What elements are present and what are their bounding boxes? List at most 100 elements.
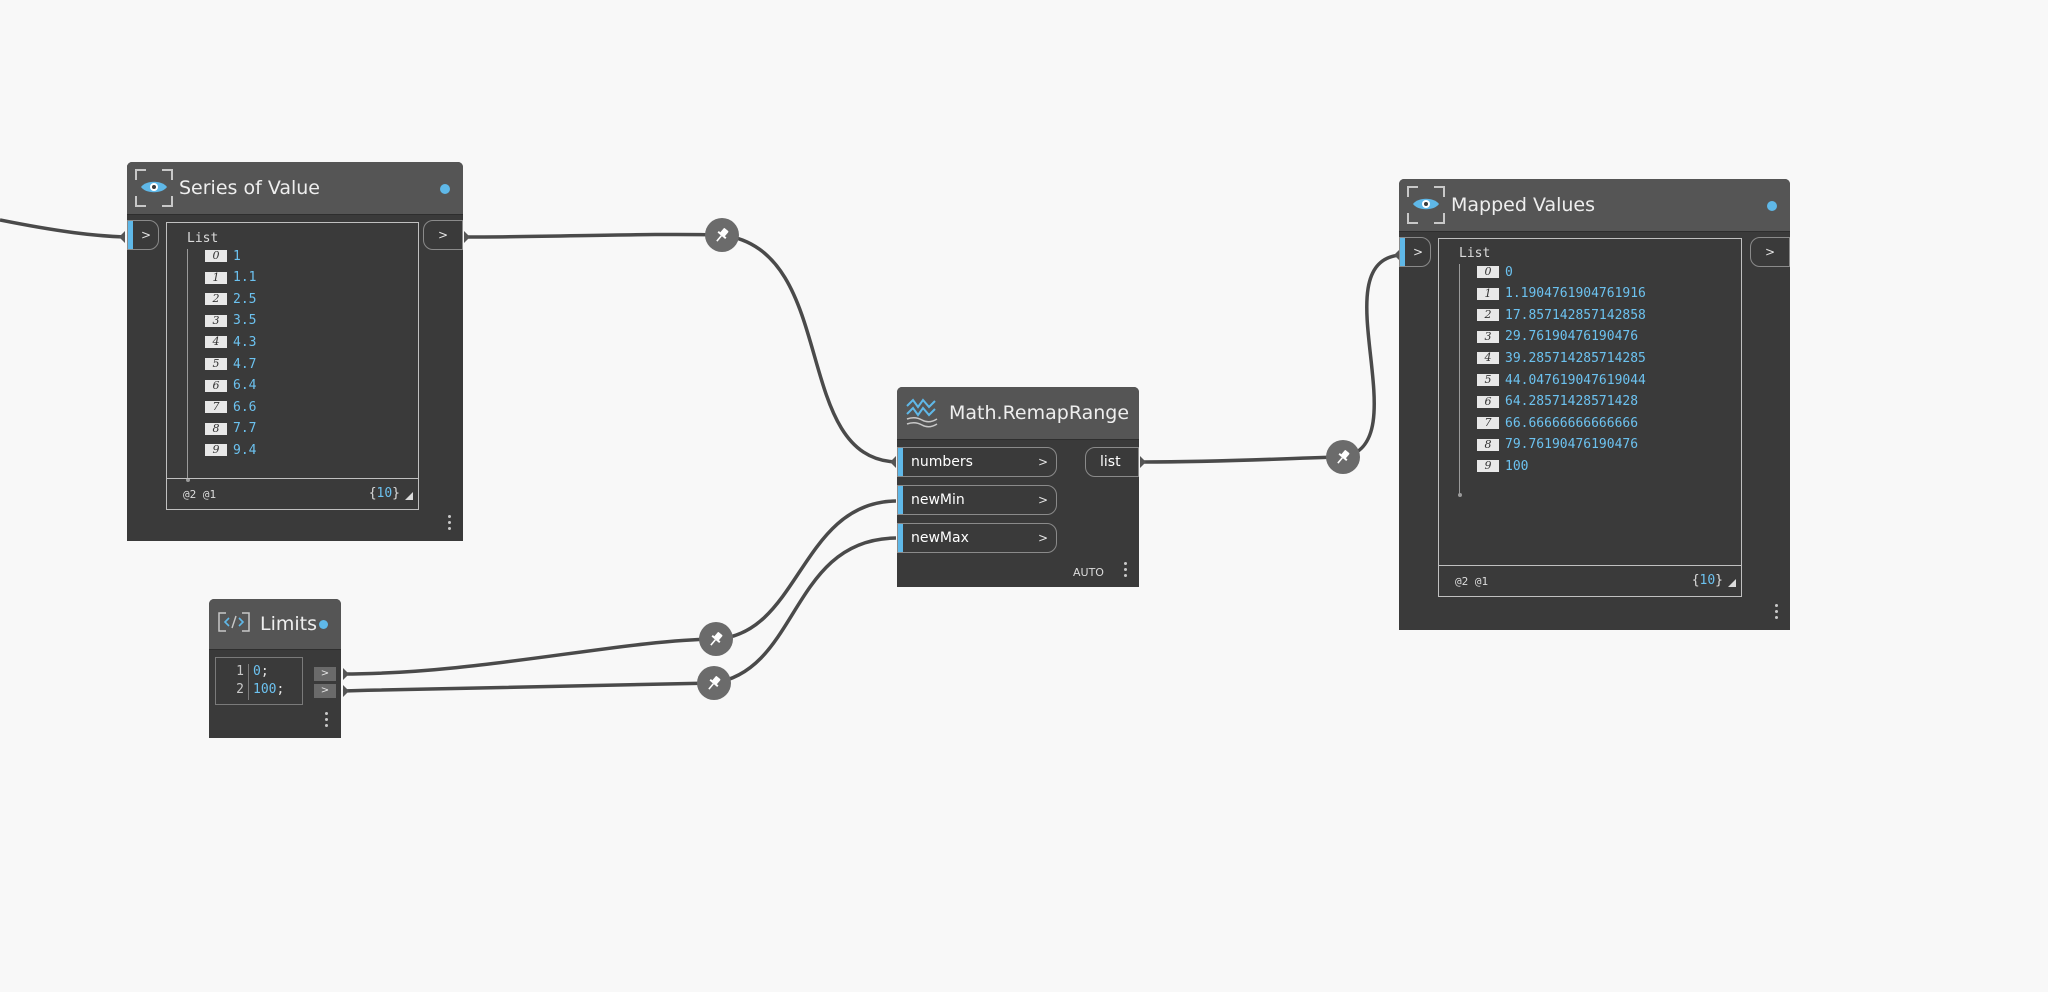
remap-range-icon (906, 398, 938, 428)
node-header[interactable]: Mapped Values (1399, 179, 1790, 232)
preview-frame-icon (1407, 186, 1445, 224)
list-value: 79.76190476190476 (1505, 437, 1639, 453)
list-index: 5 (1477, 374, 1499, 386)
port-tip (1140, 456, 1146, 468)
wire-pin[interactable] (697, 666, 731, 700)
wire-pin-to-newmin[interactable] (715, 499, 897, 641)
input-port[interactable]: > (127, 220, 159, 250)
item-count: {10} (1691, 573, 1723, 588)
list-value: 2.5 (233, 291, 257, 307)
input-port-newmax[interactable]: newMax > (897, 523, 1057, 553)
list-index: 8 (205, 422, 227, 435)
list-value: 66.66666666666666 (1505, 415, 1639, 431)
list-index: 0 (1477, 266, 1499, 278)
item-count: {10} (368, 486, 400, 501)
list-value: 4.7 (233, 356, 257, 372)
wire-pin-to-mapped[interactable] (1342, 253, 1401, 459)
list-index: 1 (205, 271, 227, 284)
code-editor[interactable]: 1 0; 2 100; (215, 657, 303, 705)
wire-pin[interactable] (705, 218, 739, 252)
lacing-label[interactable]: AUTO (1073, 566, 1104, 579)
list-value: 6.4 (233, 378, 257, 394)
wire-series-to-pin[interactable] (463, 232, 723, 239)
list-index: 3 (205, 314, 227, 327)
more-options-icon[interactable] (325, 712, 328, 730)
list-value: 100 (1505, 458, 1529, 474)
list-value: 7.7 (233, 421, 257, 437)
wire-offscreen-to-series[interactable] (0, 218, 126, 239)
list-index: 4 (1477, 352, 1499, 365)
tree-line (187, 249, 188, 479)
more-options-icon[interactable] (448, 515, 451, 533)
list-value: 1.1904761904761916 (1505, 286, 1646, 302)
code-line: 2 100; (216, 682, 284, 700)
input-port-newmin[interactable]: newMin > (897, 485, 1057, 515)
list-value: 4.3 (233, 334, 257, 350)
preview-indicator (440, 184, 450, 194)
list-index: 6 (205, 379, 227, 392)
list-value: 1.1 (233, 270, 257, 286)
code-block-node-limits[interactable]: Limits 1 0; 2 100; > > (209, 599, 341, 738)
list-value: 3.5 (233, 313, 257, 329)
list-levels[interactable]: @2 @1 (1455, 575, 1489, 588)
output-port-line-1[interactable]: > (314, 667, 336, 681)
resize-handle-icon[interactable] (1728, 579, 1736, 587)
more-options-icon[interactable] (1124, 562, 1127, 580)
wire-pin[interactable] (699, 622, 733, 656)
wire-pin-to-newmax[interactable] (713, 536, 897, 685)
input-port[interactable]: > (1399, 237, 1431, 267)
list-index: 1 (1477, 287, 1499, 300)
list-value: 29.76190476190476 (1505, 329, 1639, 345)
output-port[interactable]: > (1750, 237, 1790, 267)
node-header[interactable]: Math.RemapRange (897, 387, 1139, 440)
output-port[interactable]: > (423, 220, 463, 250)
node-header[interactable]: Series of Value (127, 162, 463, 215)
input-port-numbers[interactable]: numbers > (897, 447, 1057, 477)
list-levels[interactable]: @2 @1 (183, 488, 217, 501)
list-index: 5 (205, 358, 227, 370)
list-label: List (1459, 246, 1491, 261)
chevron-right-icon: > (1413, 245, 1424, 259)
node-title: Math.RemapRange (949, 402, 1130, 424)
function-node-math-remaprange[interactable]: Math.RemapRange numbers > newMin > newMa… (897, 387, 1139, 587)
wire-pin-to-numbers[interactable] (721, 233, 897, 464)
tree-line (1459, 264, 1460, 494)
chevron-right-icon: > (438, 228, 449, 242)
port-tip (464, 231, 470, 243)
output-port-line-2[interactable]: > (314, 684, 336, 698)
chevron-right-icon: > (1037, 455, 1048, 469)
wire-list-to-pin[interactable] (1139, 455, 1344, 464)
node-header[interactable]: Limits (209, 599, 341, 650)
wire-limits-min-to-pin[interactable] (342, 637, 717, 676)
code-text: 100; (253, 682, 285, 697)
wire-limits-max-to-pin[interactable] (342, 681, 715, 693)
port-label: newMax (911, 530, 969, 546)
node-title: Limits (260, 613, 317, 635)
port-tip (119, 231, 125, 243)
port-label: list (1100, 454, 1121, 470)
list-value: 39.285714285714285 (1505, 350, 1646, 366)
resize-handle-icon[interactable] (405, 492, 413, 500)
preview-indicator (319, 620, 328, 629)
code-text: 0; (253, 664, 269, 679)
list-value: 64.28571428571428 (1505, 394, 1639, 410)
wire-pin[interactable] (1326, 440, 1360, 474)
more-options-icon[interactable] (1775, 604, 1778, 622)
list-value: 44.047619047619044 (1505, 372, 1646, 388)
code-line: 1 0; (216, 664, 269, 682)
pin-icon (716, 228, 729, 242)
list-value: 9.4 (233, 442, 257, 458)
output-port-list[interactable]: list (1085, 447, 1139, 477)
